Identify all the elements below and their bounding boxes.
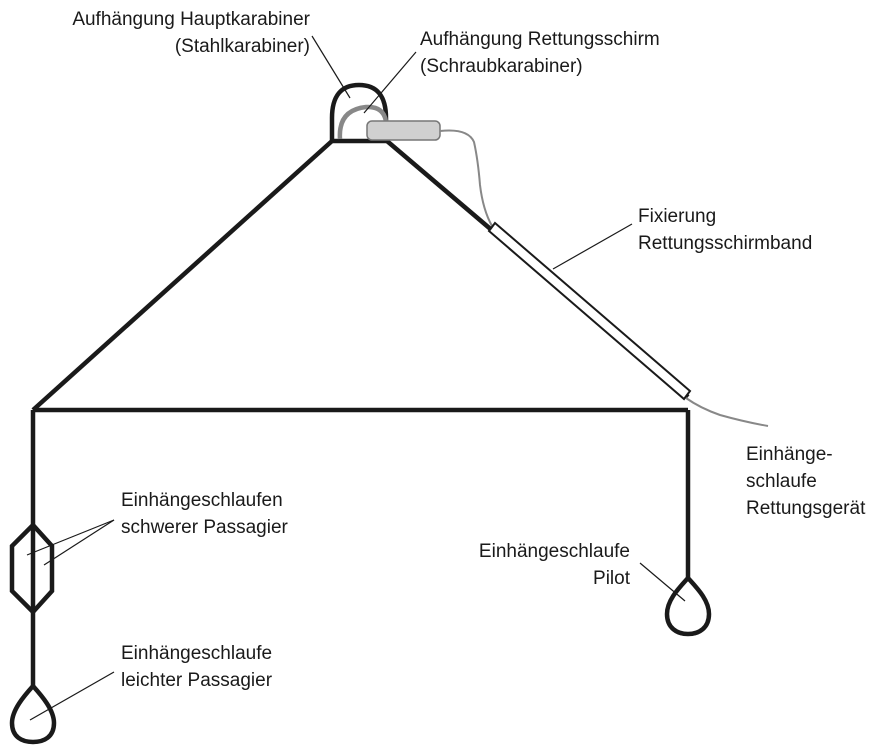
label-rescue-loop-line1: Einhänge-	[746, 444, 833, 465]
rescue-bridle-cord	[439, 129, 493, 227]
leader-pilot-loop	[639, 562, 686, 602]
label-fixation: Fixierung Rettungsschirmband	[638, 203, 812, 257]
leader-light-loop	[29, 671, 115, 721]
label-pilot-loop-line2: Pilot	[593, 568, 630, 589]
label-light-loop-line2: leichter Passagier	[121, 670, 273, 691]
label-fixation-line2: Rettungsschirmband	[638, 233, 813, 254]
label-rescue-loop: Einhänge- schlaufe Rettungsgerät	[746, 441, 865, 522]
label-heavy-loops-line2: schwerer Passagier	[121, 517, 288, 538]
label-rescue-mount-line1: Aufhängung Rettungsschirm	[420, 29, 660, 50]
left-strap	[31, 139, 334, 412]
leader-rescue-mount	[363, 51, 417, 114]
label-pilot-loop-line1: Einhängeschlaufe	[478, 541, 630, 562]
label-pilot-loop: Einhängeschlaufe Pilot	[440, 538, 630, 592]
label-rescue-mount-line2: (Schraubkarabiner)	[420, 56, 583, 77]
rescue-container	[366, 120, 441, 141]
label-rescue-loop-line2: schlaufe	[746, 471, 817, 492]
label-light-loop-line1: Einhängeschlaufe	[121, 643, 273, 664]
rescue-loop-cord	[685, 397, 769, 427]
label-main-carabiner-line2: (Stahlkarabiner)	[174, 36, 310, 57]
label-heavy-loops-line1: Einhängeschlaufen	[121, 490, 283, 511]
label-heavy-loops: Einhängeschlaufen schwerer Passagier	[121, 487, 288, 541]
label-fixation-line1: Fixierung	[638, 206, 717, 227]
label-main-carabiner: Aufhängung Hauptkarabiner (Stahlkarabine…	[20, 6, 310, 60]
leader-heavy-loop-1	[26, 519, 115, 556]
leader-heavy-loop-2	[43, 519, 115, 566]
label-light-loop: Einhängeschlaufe leichter Passagier	[121, 640, 272, 694]
leader-fixation	[552, 223, 633, 270]
fixation-band	[487, 221, 692, 401]
label-rescue-loop-line3: Rettungsgerät	[746, 498, 866, 519]
pilot-loop	[664, 574, 712, 637]
label-main-carabiner-line1: Aufhängung Hauptkarabiner	[72, 9, 310, 30]
light-passenger-loop	[9, 682, 57, 745]
label-rescue-mount: Aufhängung Rettungsschirm (Schraubkarabi…	[420, 26, 660, 80]
rescue-screw-carabiner	[337, 104, 389, 140]
leader-main-carabiner	[311, 35, 351, 99]
